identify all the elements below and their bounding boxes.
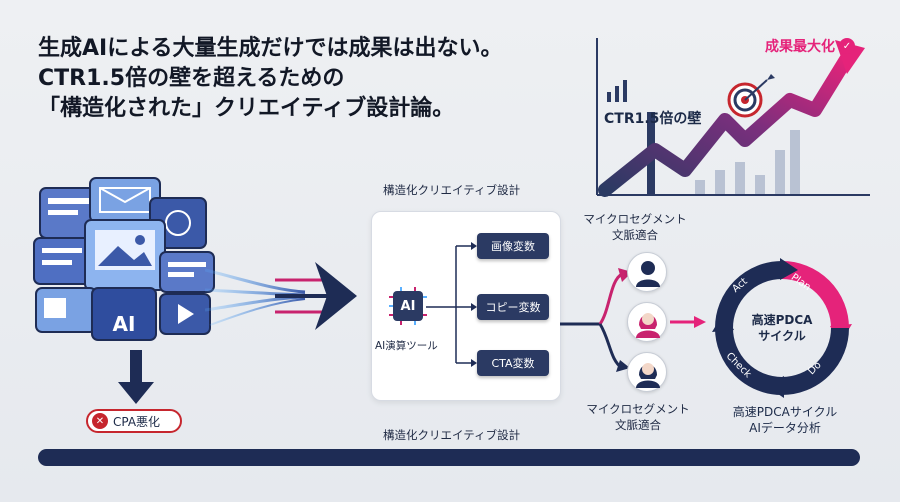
check-icon: ✓ xyxy=(839,38,855,54)
target-icon xyxy=(727,74,775,118)
ai-tile-label: AI xyxy=(112,312,136,336)
copy-variable-box: コピー変数 xyxy=(477,294,549,320)
segment-label-top-line1: マイクロセグメント xyxy=(583,212,687,226)
persona-avatar-male xyxy=(627,252,667,292)
chart-bar xyxy=(715,170,725,194)
ai-tile xyxy=(91,287,157,341)
segment-label-bottom-line2: 文脈適合 xyxy=(615,418,661,432)
image-card xyxy=(84,219,166,291)
ai-tool-label: AI演算ツール xyxy=(375,340,438,352)
headline: 生成AIによる大量生成だけでは成果は出ない。 CTR1.5倍の壁を超えるための … xyxy=(38,34,558,124)
persona-avatar-female-2 xyxy=(627,352,667,392)
cpa-badge-label: CPA悪化 xyxy=(113,414,161,429)
creative-card xyxy=(35,287,97,333)
headline-line-1: 生成AIによる大量生成だけでは成果は出ない。 xyxy=(38,36,503,61)
pdca-cycle xyxy=(712,258,852,398)
structured-design-title-top: 構造化クリエイティブ設計 xyxy=(383,183,521,197)
chart-bar xyxy=(735,162,745,194)
ctr-wall-label: CTR1.5倍の壁 xyxy=(604,111,702,127)
pdca-center-line1: 高速PDCA xyxy=(751,313,813,327)
video-card xyxy=(159,293,211,335)
chip-icon xyxy=(389,287,427,325)
result-callout: 成果最大化 ✓ xyxy=(765,36,855,56)
segment-label-top-line2: 文脈適合 xyxy=(612,228,658,242)
flow-arrow xyxy=(205,262,357,330)
growth-arrow xyxy=(598,51,854,197)
close-icon: ✕ xyxy=(92,413,108,429)
pdca-center-label: 高速PDCA サイクル xyxy=(742,312,822,344)
segment-label-bottom-line1: マイクロセグメント xyxy=(586,402,690,416)
user-female-icon xyxy=(636,363,660,388)
headline-line-2: CTR1.5倍の壁を超えるための xyxy=(38,66,345,91)
user-icon xyxy=(636,261,660,287)
image-variable-box: 画像変数 xyxy=(477,233,549,259)
bottom-bar xyxy=(38,449,860,466)
persona-avatar-female xyxy=(627,302,667,342)
segment-label-top: マイクロセグメント 文脈適合 xyxy=(580,211,690,243)
structured-design-title-bottom: 構造化クリエイティブ設計 xyxy=(383,428,521,442)
pdca-center-line2: サイクル xyxy=(758,329,806,343)
chip-label: AI xyxy=(400,298,416,314)
chart-bar xyxy=(607,92,611,102)
pdca-caption-line1: 高速PDCAサイクル xyxy=(732,405,838,419)
segment-label-bottom: マイクロセグメント 文脈適合 xyxy=(583,401,693,433)
chart-bar xyxy=(790,130,800,194)
pdca-caption: 高速PDCAサイクル AIデータ分析 xyxy=(715,404,855,436)
user-female-icon xyxy=(636,313,660,338)
result-callout-text: 成果最大化 xyxy=(765,39,835,55)
growth-chart xyxy=(596,38,870,197)
chart-bar xyxy=(695,180,705,194)
down-arrow xyxy=(118,350,154,404)
chart-bar xyxy=(623,80,627,102)
ad-creative-stack xyxy=(33,177,215,341)
chart-bar xyxy=(775,150,785,194)
pdca-caption-line2: AIデータ分析 xyxy=(749,421,821,435)
cpa-badge: ✕ CPA悪化 xyxy=(86,409,182,433)
creative-card xyxy=(33,237,91,285)
headline-line-3: 「構造化された」クリエイティブ設計論。 xyxy=(38,96,455,121)
panel-connectors xyxy=(389,242,477,367)
chart-bar xyxy=(615,86,619,102)
cta-variable-box: CTA変数 xyxy=(477,350,549,376)
chart-bar xyxy=(755,175,765,194)
